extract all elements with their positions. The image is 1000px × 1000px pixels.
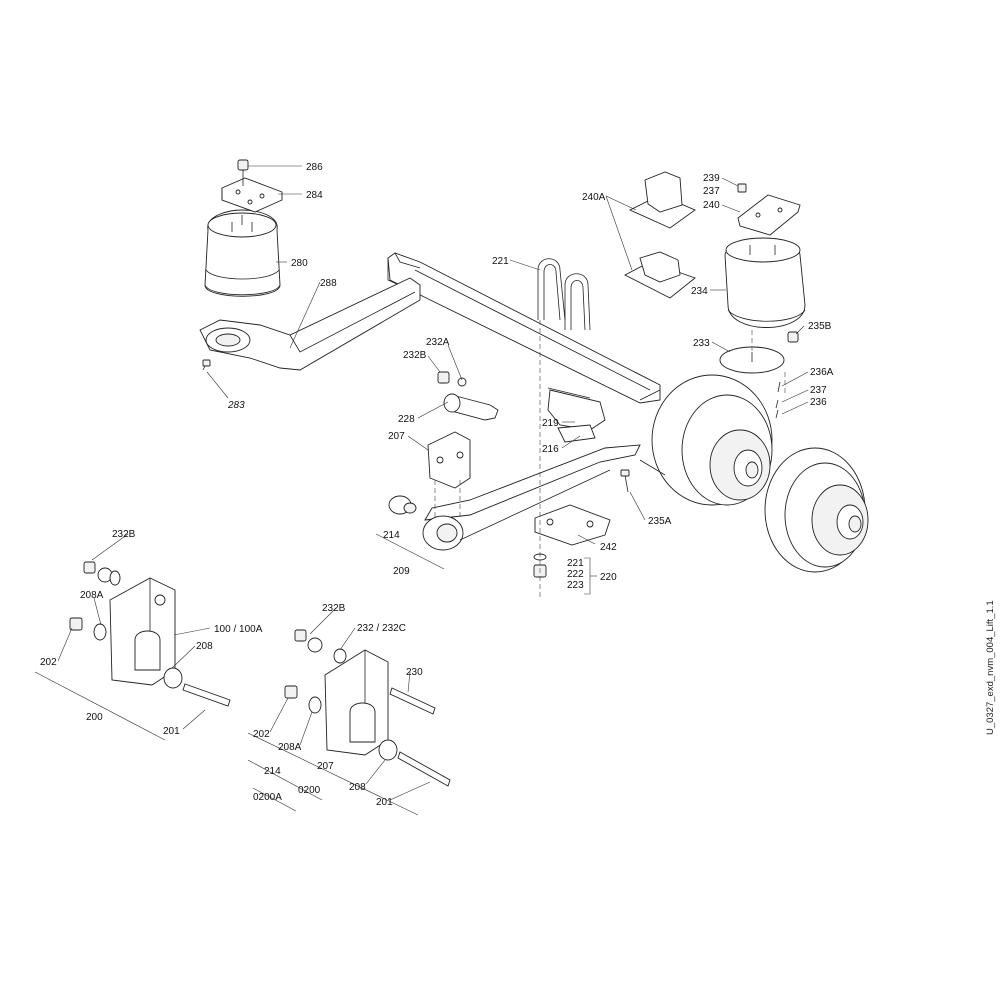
nut-235b	[787, 331, 799, 343]
label-207-mid: 207	[388, 431, 405, 442]
label-232-232c: 232 / 232C	[357, 623, 406, 634]
label-235a: 235A	[648, 516, 672, 527]
label-207-right: 207	[317, 761, 334, 772]
label-202-right: 202	[253, 729, 270, 740]
bolts-236	[775, 381, 781, 419]
label-100-100a: 100 / 100A	[214, 624, 263, 635]
label-236: 236	[810, 397, 827, 408]
label-208-right: 208	[349, 782, 366, 793]
nuts-220	[533, 553, 547, 578]
label-201-left: 201	[163, 726, 180, 737]
u-bolts	[537, 258, 591, 331]
label-202-left: 202	[40, 657, 57, 668]
label-0200a: 0200A	[253, 792, 282, 803]
label-201-right: 201	[376, 797, 393, 808]
label-214-mid: 214	[383, 530, 400, 541]
air-spring-right	[724, 237, 806, 328]
alignment-lines	[434, 320, 786, 600]
label-228: 228	[398, 414, 415, 425]
bracket-240a	[624, 171, 696, 299]
label-237-top: 237	[703, 186, 720, 197]
label-237: 237	[810, 385, 827, 396]
bushing-214	[388, 495, 417, 515]
label-284: 284	[306, 190, 323, 201]
top-plate-left	[221, 159, 283, 213]
label-235b: 235B	[808, 321, 832, 332]
label-222: 222	[567, 569, 584, 580]
top-plate-right	[737, 183, 801, 236]
label-220: 220	[600, 572, 617, 583]
label-200: 200	[86, 712, 103, 723]
bolt-283	[202, 359, 211, 371]
label-208a-right: 208A	[278, 742, 302, 753]
label-216: 216	[542, 444, 559, 455]
label-219: 219	[542, 418, 559, 429]
label-230: 230	[406, 667, 423, 678]
leader-lines	[34, 165, 809, 816]
drawing-reference: U_0327_exd_nvm_004_Lift_1.1	[985, 600, 996, 735]
label-236a: 236A	[810, 367, 834, 378]
label-232b-right: 232B	[322, 603, 346, 614]
label-208-left: 208	[196, 641, 213, 652]
label-242: 242	[600, 542, 617, 553]
leaf-spring	[422, 444, 641, 551]
label-221-top: 221	[492, 256, 509, 267]
brake-disc	[764, 447, 869, 573]
clamp-plate-242	[534, 504, 611, 546]
label-239: 239	[703, 173, 720, 184]
label-232b-left: 232B	[112, 529, 136, 540]
label-240: 240	[703, 200, 720, 211]
axle-beam	[387, 252, 661, 404]
label-240a: 240A	[582, 192, 606, 203]
air-spring-left	[204, 209, 281, 297]
label-283: 283	[227, 400, 245, 411]
label-280: 280	[291, 258, 308, 269]
bracket-219	[547, 387, 606, 443]
part-labels: 286 284 280 288 283 221 240A 239 237 240…	[40, 162, 834, 808]
brake-drum	[639, 374, 773, 506]
bolt-235a	[620, 469, 630, 493]
label-232a: 232A	[426, 337, 450, 348]
label-223: 223	[567, 580, 584, 591]
hanger-assembly-200	[69, 561, 231, 707]
hanger-assembly-0200	[284, 629, 451, 787]
trailing-arm	[199, 277, 421, 371]
hanger-207-mid	[427, 431, 471, 489]
label-221-bottom: 221	[567, 558, 584, 569]
label-0200: 0200	[298, 785, 321, 796]
label-234: 234	[691, 286, 708, 297]
label-233: 233	[693, 338, 710, 349]
label-214-right: 214	[264, 766, 281, 777]
label-208a-left: 208A	[80, 590, 104, 601]
label-288: 288	[320, 278, 337, 289]
label-232b-mid: 232B	[403, 350, 427, 361]
shock-absorber	[437, 371, 499, 421]
label-209: 209	[393, 566, 410, 577]
label-286: 286	[306, 162, 323, 173]
